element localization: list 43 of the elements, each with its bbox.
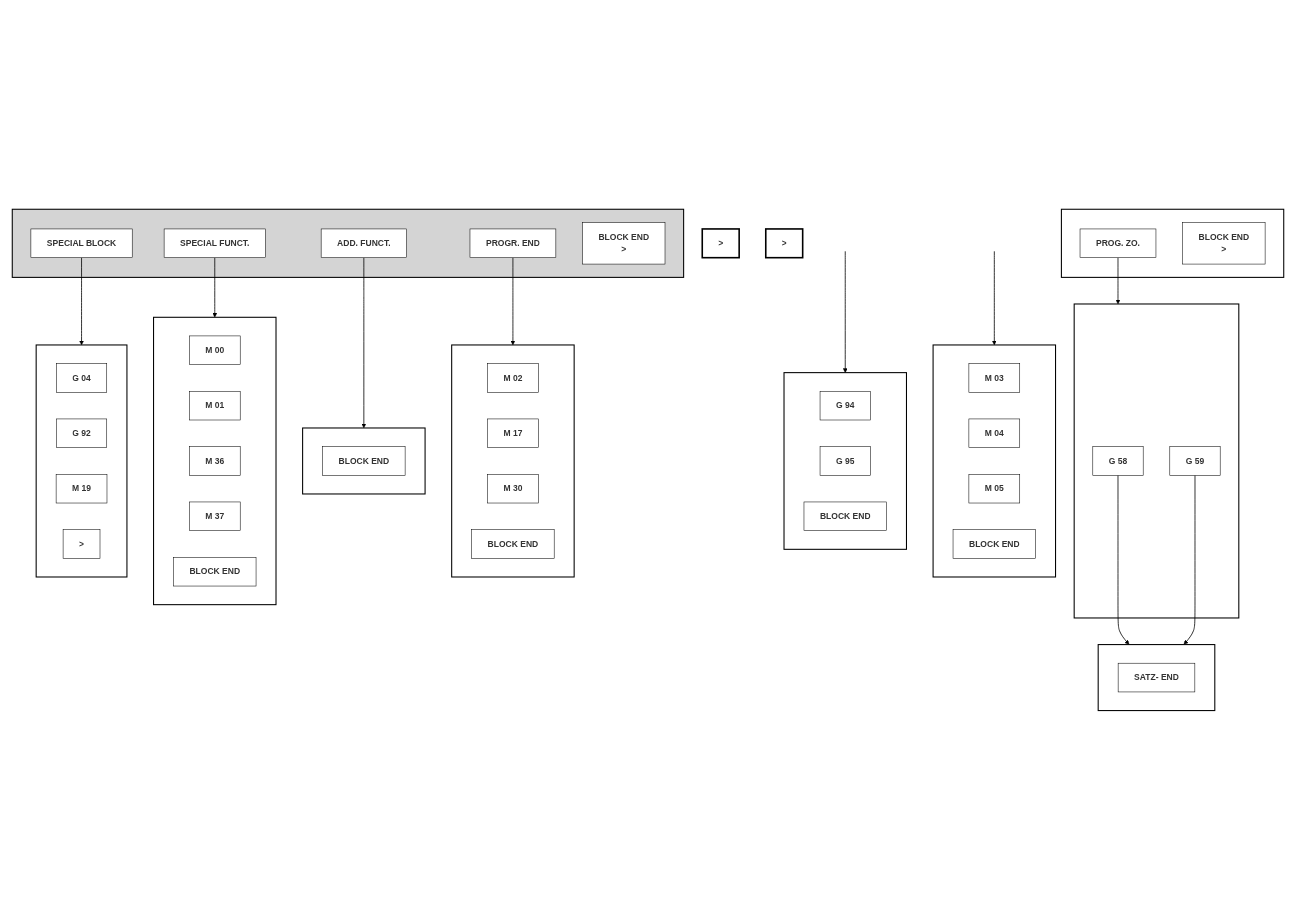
cluster (153, 316, 277, 605)
node-box: PROGR. END (469, 228, 557, 258)
node-box: BLOCK END (322, 445, 406, 476)
cluster (451, 344, 575, 578)
node-box: M 04 (968, 418, 1020, 448)
node-box: M 03 (968, 362, 1020, 393)
cluster (1060, 208, 1285, 278)
node-box: BLOCK END > (582, 221, 666, 264)
node-box: M 30 (487, 473, 539, 503)
node-box: BLOCK END (952, 528, 1036, 559)
node-box: M 37 (189, 501, 241, 531)
node-box: BLOCK END > (1182, 221, 1266, 264)
cluster (1097, 643, 1216, 711)
cluster (932, 344, 1057, 578)
node-box: M 17 (487, 418, 539, 448)
node-box: > (62, 528, 101, 559)
node-box: M 19 (55, 473, 108, 503)
cluster (783, 371, 907, 550)
node-box: BLOCK END (173, 556, 257, 586)
node-box: M 36 (189, 445, 241, 476)
cluster (11, 208, 685, 278)
node-box: BLOCK END (803, 501, 887, 531)
node-box: M 01 (189, 390, 241, 420)
node-box: G 04 (56, 362, 107, 393)
node-box: BLOCK END (471, 528, 555, 559)
node-box: M 00 (189, 335, 241, 365)
node-box: PROG. ZO. (1079, 228, 1157, 258)
node-box: SPECIAL FUNCT. (163, 228, 266, 258)
node-box: G 95 (819, 445, 871, 476)
node-box: SPECIAL BLOCK (30, 228, 133, 258)
node-box: SATZ- END (1117, 662, 1196, 692)
node-box: G 92 (56, 418, 107, 448)
node-box: > (764, 227, 804, 259)
node-box: G 58 (1092, 445, 1144, 476)
cluster (302, 427, 426, 495)
node-box: G 59 (1169, 445, 1221, 476)
node-box: G 94 (819, 390, 871, 420)
node-box: > (701, 227, 740, 259)
node-box: M 02 (487, 362, 539, 393)
cluster (35, 344, 128, 578)
cluster (1073, 303, 1240, 619)
node-box: M 05 (968, 473, 1020, 503)
node-box: ADD. FUNCT. (320, 228, 407, 258)
